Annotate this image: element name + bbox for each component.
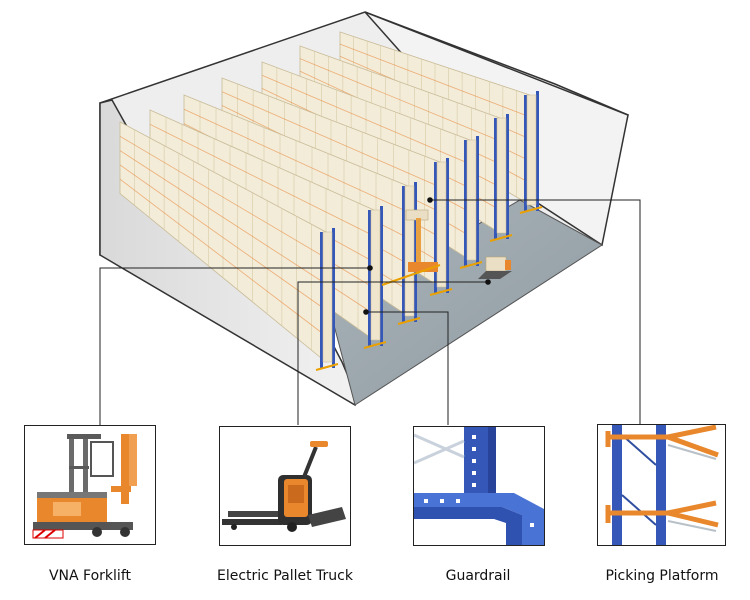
- guardrail-illustration: [414, 427, 544, 545]
- leader-vna-forklift: [99, 267, 370, 425]
- leader-pallet-truck: [297, 281, 488, 425]
- leader-guardrail: [366, 311, 449, 425]
- leader-lines: [99, 199, 641, 425]
- electric-pallet-truck-thumbnail: [219, 426, 351, 546]
- picking-platform-thumbnail: [597, 424, 726, 546]
- vna-forklift-caption: VNA Forklift: [48, 568, 131, 584]
- scene-pallet-truck: [478, 256, 512, 279]
- rack-row: [119, 121, 339, 371]
- guardrail-caption: Guardrail: [445, 568, 511, 584]
- leader-picking-platform: [430, 199, 641, 425]
- electric-pallet-truck-caption: Electric Pallet Truck: [217, 568, 353, 584]
- picking-platform-caption: Picking Platform: [605, 568, 719, 584]
- electric-pallet-truck-illustration: [220, 427, 350, 545]
- picking-platform-illustration: [598, 425, 725, 545]
- vna-forklift-thumbnail: [24, 425, 156, 545]
- guardrail-thumbnail: [413, 426, 545, 546]
- vna-forklift-illustration: [25, 426, 155, 544]
- leader-dots: [363, 197, 491, 315]
